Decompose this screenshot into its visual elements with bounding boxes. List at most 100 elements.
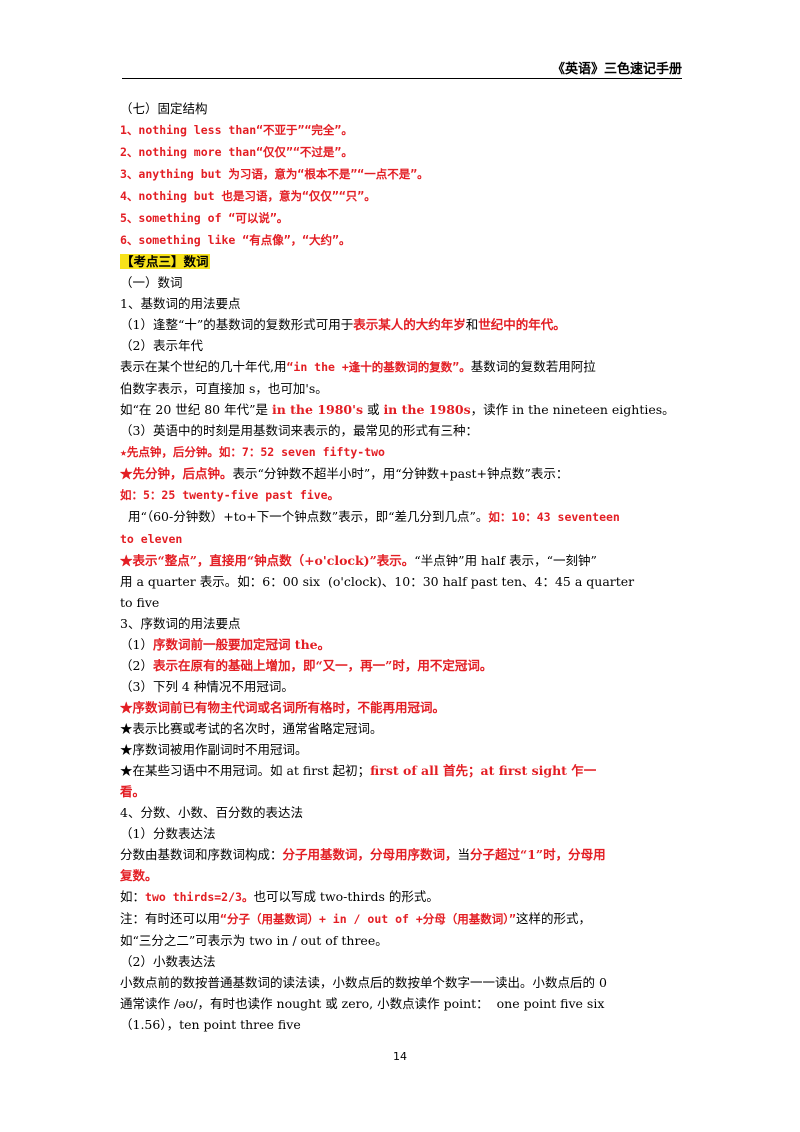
key-point-text: to eleven (120, 532, 183, 546)
body-text: （3）英语中的时刻是用基数词来表示的，最常见的形式有三种： (120, 423, 478, 438)
text-line: to eleven (120, 528, 683, 550)
text-line: （2）表示年代 (120, 335, 683, 356)
body-text: 小数点前的数按普通基数词的读法读，小数点后的数按单个数字一一读出。小数点后的 0 (120, 975, 607, 990)
text-line: 3、anything but 为习语，意为“根本不是”“一点不是”。 (120, 163, 683, 185)
key-point-text: 分子超过“1”时，分母用 (470, 847, 606, 862)
key-point-text: 3、anything but 为习语，意为“根本不是”“一点不是”。 (120, 167, 429, 181)
text-line: ★先分钟，后点钟。表示“分钟数不超半小时”，用“分钟数+past+钟点数”表示： (120, 463, 683, 484)
text-line: 复数。 (120, 865, 683, 886)
body-text: （3）下列 4 种情况不用冠词。 (120, 679, 294, 694)
body-text: （1）逢整“十”的基数词的复数形式可用于 (120, 317, 354, 332)
text-line: 看。 (120, 781, 683, 802)
body-text: （1）分数表达法 (120, 826, 216, 841)
key-point-text: 6、something like “有点像”，“大约”。 (120, 233, 351, 247)
body-text: 表示“分钟数不超半小时”，用“分钟数+past+钟点数”表示： (232, 466, 569, 481)
key-point-text: 看。 (120, 784, 146, 799)
body-text: 用 a quarter 表示。如：6：00 six (o'clock)、10：3… (120, 574, 635, 589)
key-point-text: 4、nothing but 也是习语，意为“仅仅”“只”。 (120, 189, 376, 203)
text-line: 【考点三】数词 (120, 251, 683, 272)
body-text: 4、分数、小数、百分数的表达法 (120, 805, 303, 820)
text-line: （3）下列 4 种情况不用冠词。 (120, 676, 683, 697)
text-line: ★先点钟，后分钟。如：7：52 seven fifty-two (120, 441, 683, 463)
key-point-text: ★先点钟，后分钟。如：7：52 seven fifty-two (120, 445, 385, 459)
text-line: （1）序数词前一般要加定冠词 the。 (120, 634, 683, 655)
body-text: ★在某些习语中不用冠词。如 at first 起初； (120, 763, 371, 778)
text-line: （2）小数表达法 (120, 951, 683, 972)
text-line: 小数点前的数按普通基数词的读法读，小数点后的数按单个数字一一读出。小数点后的 0 (120, 972, 683, 993)
handbook-title: 《英语》三色速记手册 (551, 62, 682, 77)
text-line: 如：two thirds=2/3。也可以写成 two-thirds 的形式。 (120, 886, 683, 908)
body-text: 1、基数词的用法要点 (120, 296, 241, 311)
text-line: （3）英语中的时刻是用基数词来表示的，最常见的形式有三种： (120, 420, 683, 441)
body-text: 如“三分之二”可表示为 two in / out of three。 (120, 933, 388, 948)
body-text: （2） (120, 658, 153, 673)
text-line: to five (120, 592, 683, 613)
body-text: 和 (465, 317, 479, 332)
key-point-text: two thirds=2/3。 (145, 890, 254, 904)
body-text: ★序数词被用作副词时不用冠词。 (120, 742, 308, 757)
body-text: （1） (120, 637, 153, 652)
text-line: 6、something like “有点像”，“大约”。 (120, 229, 683, 251)
key-point-text: 序数词前一般要加定冠词 the。 (152, 637, 331, 652)
key-point-text: in the 1980's (271, 402, 363, 417)
text-line: 分数由基数词和序数词构成：分子用基数词，分母用序数词，当分子超过“1”时，分母用 (120, 844, 683, 865)
text-line: 如“在 20 世纪 80 年代”是 in the 1980's 或 in the… (120, 399, 683, 420)
body-text: 如“在 20 世纪 80 年代”是 (120, 402, 272, 417)
text-line: （1）分数表达法 (120, 823, 683, 844)
body-text: 基数词的复数若用阿拉 (470, 359, 596, 374)
text-line: （七）固定结构 (120, 98, 683, 119)
text-line: 通常读作 /əʊ/，有时也读作 nought 或 zero, 小数点读作 poi… (120, 993, 683, 1014)
text-line: 3、序数词的用法要点 (120, 613, 683, 634)
body-text: 这样的形式， (515, 911, 591, 926)
body-text: （2）小数表达法 (120, 954, 216, 969)
text-line: （一）数词 (120, 272, 683, 293)
body-text: ★表示比赛或考试的名次时，通常省略定冠词。 (120, 721, 383, 736)
page-content: （七）固定结构 1、nothing less than“不亚于”“完全”。 2、no… (120, 98, 683, 1035)
key-point-text: ★序数词前已有物主代词或名词所有格时，不能再用冠词。 (120, 700, 446, 715)
text-line: 1、基数词的用法要点 (120, 293, 683, 314)
text-line: （1）逢整“十”的基数词的复数形式可用于表示某人的大约年岁和世纪中的年代。 (120, 314, 683, 335)
text-line: 用 a quarter 表示。如：6：00 six (o'clock)、10：3… (120, 571, 683, 592)
body-text: （七）固定结构 (120, 101, 208, 116)
key-point-text: 表示某人的大约年岁 (353, 317, 466, 332)
text-line: 如：5：25 twenty-five past five。 (120, 484, 683, 506)
key-point-text: 如：10：43 seventeen (488, 510, 620, 524)
key-point-text: 分子用基数词，分母用序数词， (282, 847, 458, 862)
body-text: （一）数词 (120, 275, 183, 290)
text-line: 5、something of “可以说”。 (120, 207, 683, 229)
page-header: 《英语》三色速记手册 (122, 50, 682, 79)
text-line: ★在某些习语中不用冠词。如 at first 起初；first of all 首… (120, 760, 683, 781)
key-point-text: 如：5：25 twenty-five past five。 (120, 488, 340, 502)
key-point-text: 5、something of “可以说”。 (120, 211, 289, 225)
key-point-text: 表示在原有的基础上增加，即“又一，再一”时，用不定冠词。 (152, 658, 493, 673)
key-point-text: in the 1980s (383, 402, 471, 417)
text-line: ★表示“整点”，直接用“钟点数（+o'clock)”表示。“半点钟”用 half… (120, 550, 683, 571)
key-point-text: ★先分钟，后点钟。 (120, 466, 233, 481)
body-text: （2）表示年代 (120, 338, 203, 353)
body-text: ，读作 in the nineteen eighties。 (470, 402, 675, 417)
text-line: 4、分数、小数、百分数的表达法 (120, 802, 683, 823)
body-text: to five (120, 595, 160, 610)
text-line: 1、nothing less than“不亚于”“完全”。 (120, 119, 683, 141)
text-line: 表示在某个世纪的几十年代,用“in the +逢十的基数词的复数”。基数词的复数… (120, 356, 683, 378)
body-text: 也可以写成 two-thirds 的形式。 (253, 889, 439, 904)
text-line: 2、nothing more than“仅仅”“不过是”。 (120, 141, 683, 163)
text-line: ★序数词前已有物主代词或名词所有格时，不能再用冠词。 (120, 697, 683, 718)
body-text: “半点钟”用 half 表示，“一刻钟” (414, 553, 597, 568)
key-point-text: 2、nothing more than“仅仅”“不过是”。 (120, 145, 353, 159)
body-text: 3、序数词的用法要点 (120, 616, 241, 631)
body-text: 或 (362, 402, 384, 417)
body-text: 当 (457, 847, 471, 862)
key-point-text: 1、nothing less than“不亚于”“完全”。 (120, 123, 353, 137)
text-line: （1.56），ten point three five (120, 1014, 683, 1035)
text-line: 如“三分之二”可表示为 two in / out of three。 (120, 930, 683, 951)
page-number: 14 (393, 1050, 407, 1063)
key-point-text: ★表示“整点”，直接用“钟点数（+o'clock)”表示。 (120, 553, 415, 568)
body-text: （1.56），ten point three five (120, 1017, 301, 1032)
text-line: ★表示比赛或考试的名次时，通常省略定冠词。 (120, 718, 683, 739)
text-line: 用“（60-分钟数）+to+下一个钟点数”表示，即“差几分到几点”。如：10：4… (120, 506, 683, 528)
text-line: 注：有时还可以用“分子（用基数词）+ in / out of +分母（用基数词）… (120, 908, 683, 930)
section-heading: 【考点三】数词 (120, 254, 210, 269)
text-line: 伯数字表示，可直接加 s，也可加's。 (120, 378, 683, 399)
key-point-text: 世纪中的年代。 (478, 317, 566, 332)
